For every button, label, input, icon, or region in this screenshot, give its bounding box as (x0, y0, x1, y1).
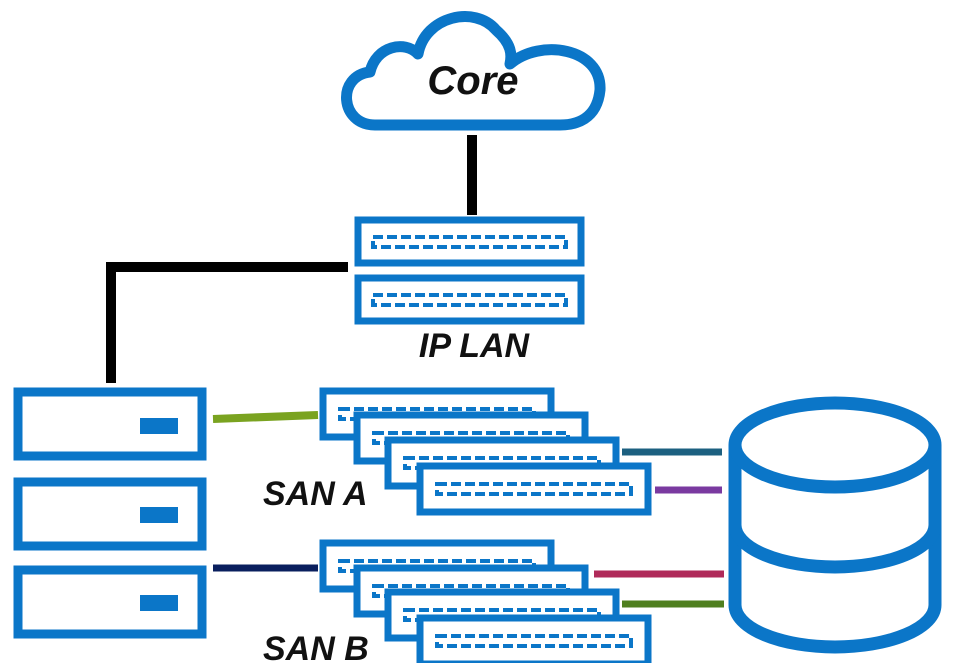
san-a-label: SAN A (263, 475, 368, 513)
network-switch-icon (416, 462, 652, 516)
network-switch-icon (354, 274, 585, 325)
links (106, 135, 724, 608)
server-to-san-a-link (212, 411, 319, 423)
core-cloud: Core (341, 11, 606, 131)
network-switch-icon (354, 216, 585, 267)
ip-lan-switch-stack: IP LAN (354, 216, 585, 365)
storage-array (728, 396, 942, 654)
san-a-switch-stack: SAN A (263, 387, 652, 516)
cloud-icon (341, 11, 606, 131)
network-switch-icon (416, 614, 652, 663)
core-label: Core (427, 59, 518, 103)
database-icon (728, 396, 942, 654)
server-icon (13, 565, 207, 639)
san-b-label: SAN B (263, 630, 369, 663)
server-stack (13, 387, 207, 639)
lan-to-servers-link (106, 262, 348, 383)
ip-lan-label: IP LAN (419, 327, 531, 365)
san-b-switch-stack: SAN B (263, 539, 652, 663)
server-icon (13, 477, 207, 551)
server-icon (13, 387, 207, 461)
